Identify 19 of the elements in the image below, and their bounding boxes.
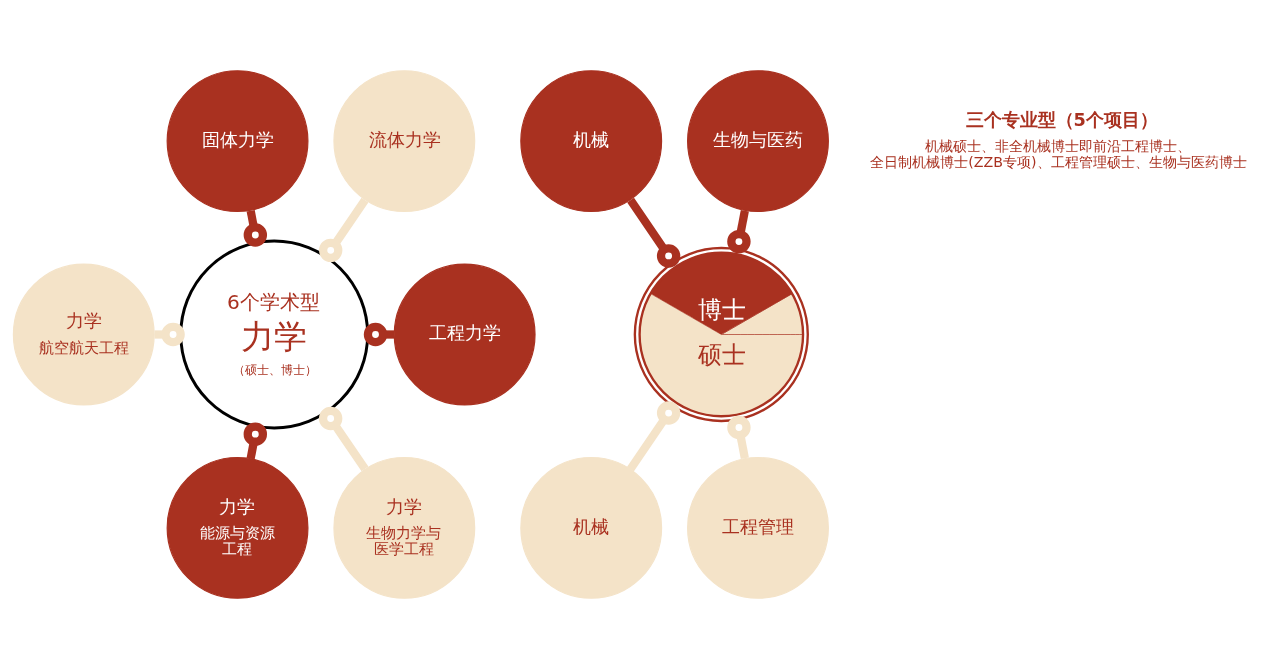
connector — [727, 415, 751, 459]
node-circle: 流体力学 — [333, 69, 476, 212]
connector — [627, 197, 681, 268]
node-circle: 机械 — [520, 456, 663, 599]
node-circle: 力学 能源与资源工程 — [166, 456, 309, 599]
node-circle: 生物与医药 — [687, 69, 829, 212]
node-circle: 固体力学 — [166, 69, 309, 212]
label: 三个专业型（5个项目） — [965, 109, 1158, 130]
connector — [318, 406, 369, 471]
node-circle: 机械 — [520, 69, 663, 212]
label: 机械硕士、非全机械博士即前沿工程博士、全日制机械博士(ZZB专项)、工程管理硕士、生物与医药博士 — [870, 137, 1247, 170]
connector — [626, 400, 681, 472]
node-circle: 力学 航空航天工程 — [12, 263, 155, 405]
node-circle: 博士 硕士 — [633, 246, 809, 422]
node-circle: 力学 生物力学与医学工程 — [333, 456, 476, 599]
connector — [727, 209, 751, 253]
node-circle: 工程管理 — [687, 456, 829, 599]
connector — [319, 197, 369, 262]
node-circle: 工程力学 — [393, 263, 536, 405]
